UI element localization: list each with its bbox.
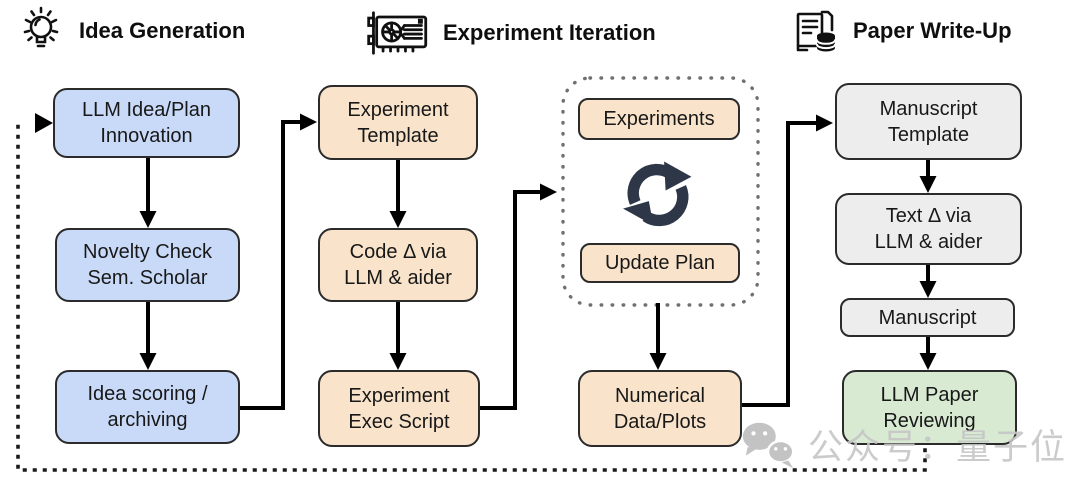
node-label: LLM Paper [880, 383, 979, 406]
node-experiments: Experiments [578, 98, 740, 140]
section-title: Experiment Iteration [443, 20, 656, 45]
node-label: LLM & aider [874, 231, 983, 253]
gpu-icon [367, 11, 428, 55]
section-title: Idea Generation [79, 18, 246, 43]
node-text-delta: Text Δ via LLM & aider [835, 193, 1022, 265]
node-label: Manuscript [879, 97, 978, 120]
wechat-icon [742, 422, 795, 469]
edge-numerical-manuscript [742, 121, 816, 407]
node-label: Novelty Check [83, 241, 212, 263]
node-label: Experiment [347, 98, 449, 121]
node-label: Numerical [614, 384, 706, 407]
watermark: 公众号：量子位 [738, 418, 1067, 470]
node-novelty-check: Novelty Check Sem. Scholar [55, 228, 240, 302]
node-label: Exec Script [348, 410, 450, 433]
node-label: archiving [107, 409, 188, 431]
lightbulb-icon [23, 6, 59, 48]
node-label: Code Δ via [349, 241, 447, 263]
refresh-cycle-icon [620, 156, 696, 239]
arrowhead [35, 113, 53, 133]
section-title: Paper Write-Up [853, 18, 1012, 43]
edge-feedback-dotted [16, 124, 927, 472]
node-label: Template [357, 124, 439, 147]
watermark-text: 公众号：量子位 [808, 427, 1068, 467]
solid-edges [146, 120, 930, 410]
arrowheads [139, 113, 937, 370]
node-update-plan: Update Plan [580, 243, 740, 283]
node-label: Manuscript [878, 306, 977, 329]
node-idea-scoring: Idea scoring / archiving [55, 370, 240, 444]
node-numerical-data: Numerical Data/Plots [578, 370, 742, 447]
section-header-experiment-iteration: Experiment Iteration [366, 6, 656, 60]
node-label: Sem. Scholar [87, 267, 208, 289]
node-code-delta: Code Δ via LLM & aider [318, 228, 478, 302]
node-label: Innovation [100, 125, 193, 147]
node-label: Experiments [603, 108, 715, 130]
node-llm-paper-reviewing: LLM Paper Reviewing [842, 370, 1017, 445]
edge-exec-loop [480, 190, 540, 410]
node-label: LLM & aider [344, 267, 452, 289]
node-manuscript-template: Manuscript Template [835, 83, 1022, 160]
node-manuscript: Manuscript [840, 298, 1015, 337]
node-label: Experiment [348, 384, 450, 407]
node-label: Update Plan [604, 252, 716, 274]
node-label: Template [887, 123, 970, 146]
node-experiment-template: Experiment Template [318, 85, 478, 160]
edge-scoring-template [240, 120, 300, 410]
node-label: LLM Idea/Plan [82, 99, 211, 121]
section-header-paper-write-up: Paper Write-Up [788, 4, 1012, 58]
section-header-idea-generation: Idea Generation [16, 4, 245, 58]
node-label: Idea scoring / [87, 383, 208, 405]
node-label: Data/Plots [613, 410, 707, 433]
paper-stack-icon [796, 10, 836, 52]
node-experiment-exec: Experiment Exec Script [318, 370, 480, 447]
node-label: Reviewing [883, 409, 976, 432]
node-llm-idea-plan: LLM Idea/Plan Innovation [53, 88, 240, 158]
node-label: Text Δ via [885, 205, 972, 227]
